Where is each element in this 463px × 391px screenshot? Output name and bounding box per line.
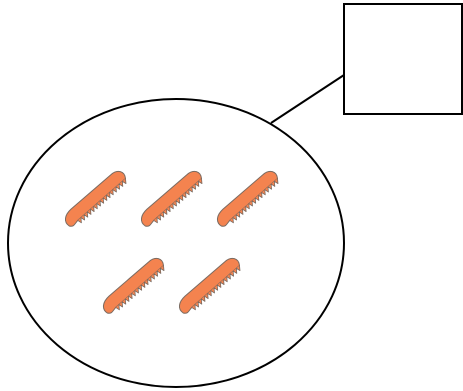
worm-2-caterpillar-icon bbox=[141, 170, 203, 227]
worm-4-caterpillar-icon bbox=[103, 257, 165, 314]
worm-5-caterpillar-icon bbox=[179, 257, 241, 314]
magnified-view-ellipse bbox=[7, 98, 345, 388]
connector-line bbox=[270, 74, 345, 124]
worm-3-caterpillar-icon bbox=[217, 170, 279, 227]
worms-group bbox=[65, 170, 279, 314]
caption-box bbox=[343, 3, 463, 115]
worm-1-caterpillar-icon bbox=[65, 170, 127, 227]
